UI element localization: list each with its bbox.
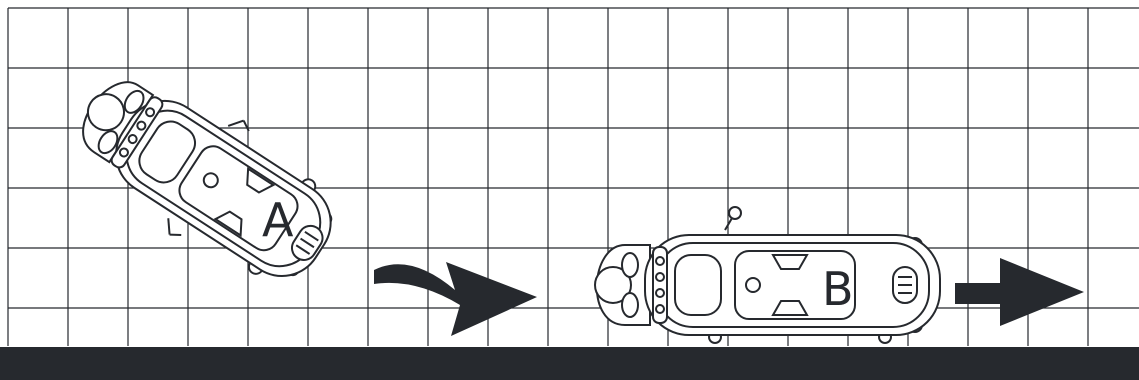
- curved-arrow-icon: [374, 262, 537, 336]
- machine-a: [54, 45, 357, 308]
- floor-bar: [0, 347, 1139, 380]
- machine-b-label: B: [822, 262, 854, 316]
- machine-b: [595, 207, 940, 343]
- straight-arrow-icon: [955, 258, 1084, 326]
- machine-a-label: A: [262, 193, 294, 247]
